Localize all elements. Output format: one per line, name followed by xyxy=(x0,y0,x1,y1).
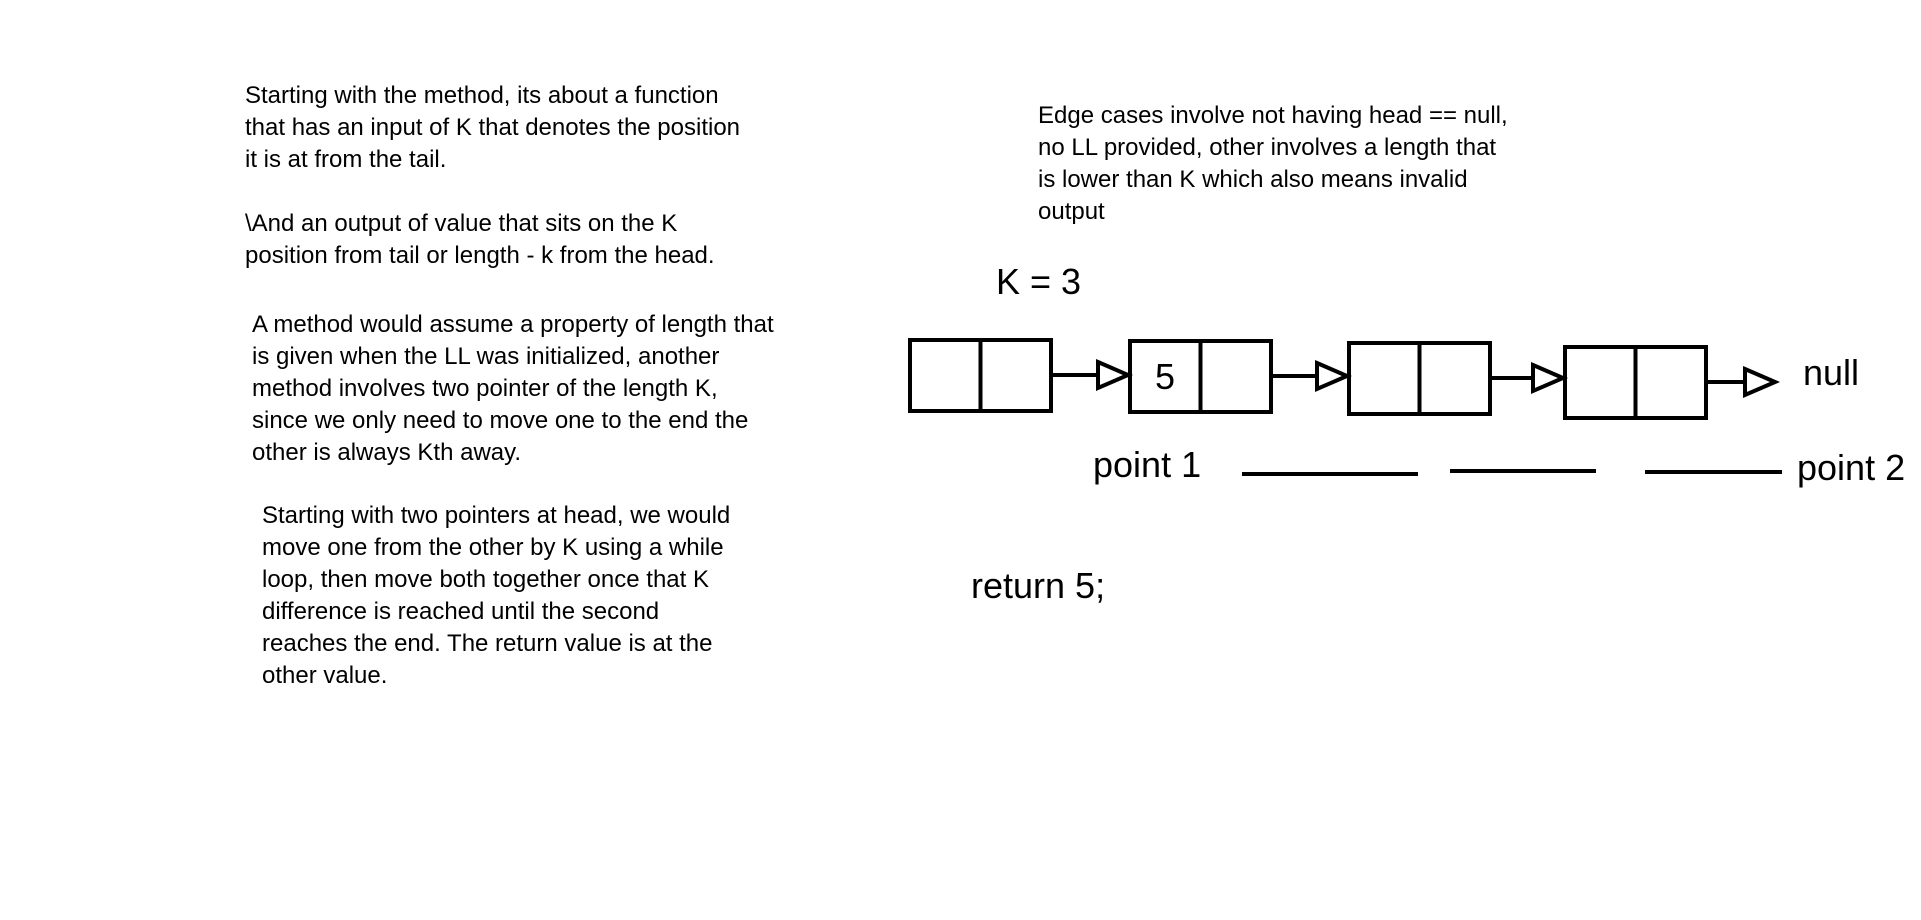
two-pointer-steps: Starting with two pointers at head, we w… xyxy=(262,502,731,689)
pointer-1-label: point 1 xyxy=(1093,444,1202,485)
node-value: 5 xyxy=(1155,356,1175,397)
arrow-head xyxy=(1743,365,1781,399)
k-value-label: K = 3 xyxy=(996,261,1082,302)
arrows-layer xyxy=(1051,358,1781,399)
nodes-layer: 5 xyxy=(908,338,1708,420)
null-terminal-label: null xyxy=(1803,352,1860,393)
arrow-head xyxy=(1096,358,1134,392)
edge-cases-description: Edge cases involve not having head == nu… xyxy=(1038,102,1508,225)
list-node: 5 xyxy=(1128,339,1273,414)
next-arrow xyxy=(1051,358,1134,392)
list-node xyxy=(1347,341,1492,416)
return-statement: return 5; xyxy=(971,565,1106,606)
pointer-2-label: point 2 xyxy=(1797,447,1906,488)
method-description: Starting with the method, its about a fu… xyxy=(245,82,741,173)
list-node xyxy=(908,338,1053,413)
output-description: \And an output of value that sits on the… xyxy=(245,210,715,269)
approach-description: A method would assume a property of leng… xyxy=(252,311,774,466)
arrow-head xyxy=(1315,359,1353,393)
next-arrow xyxy=(1490,361,1569,395)
next-arrow xyxy=(1706,365,1781,399)
pointer-path-layer xyxy=(1242,469,1782,476)
next-arrow xyxy=(1271,359,1353,393)
arrow-head xyxy=(1531,361,1569,395)
list-node xyxy=(1563,345,1708,420)
